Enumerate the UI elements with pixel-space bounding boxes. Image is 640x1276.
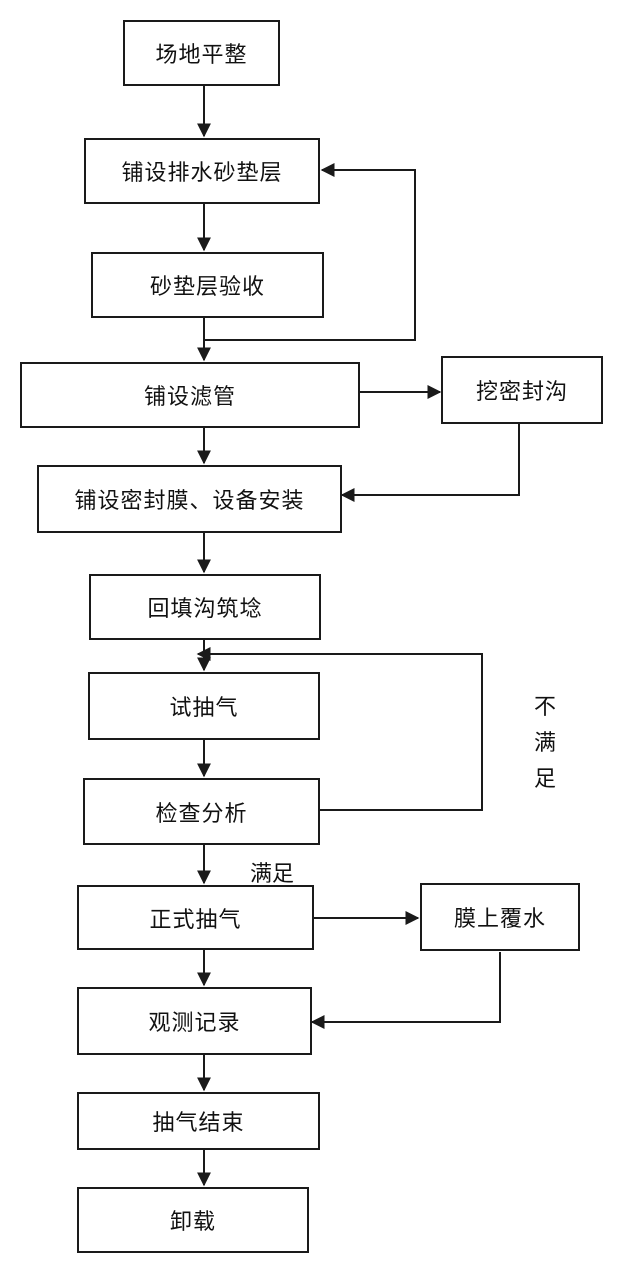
step-lay-membrane-install: 铺设密封膜、设备安装 <box>37 465 342 533</box>
step-lay-sand-cushion: 铺设排水砂垫层 <box>84 138 320 204</box>
step-inspection-analysis: 检查分析 <box>83 778 320 845</box>
loop-inspection-to-trial <box>196 647 483 811</box>
step-observation-record: 观测记录 <box>77 987 312 1055</box>
step-lay-filter-pipe: 铺设滤管 <box>20 362 360 428</box>
step-sand-acceptance: 砂垫层验收 <box>91 252 324 318</box>
step-trial-pumping: 试抽气 <box>88 672 320 740</box>
step-formal-pumping: 正式抽气 <box>77 885 314 950</box>
label-satisfied: 满足 <box>250 862 295 887</box>
loop-acceptance-to-cushion <box>204 163 416 341</box>
label-not-satisfied: 不满足 <box>533 695 556 792</box>
arrow-trench-to-membrane <box>340 424 520 502</box>
arrow-water-to-record <box>310 952 501 1029</box>
step-backfill-trench: 回填沟筑埝 <box>89 574 321 640</box>
step-water-on-membrane: 膜上覆水 <box>420 883 580 951</box>
step-dig-seal-trench: 挖密封沟 <box>441 356 603 424</box>
step-unloading: 卸载 <box>77 1187 309 1253</box>
step-pumping-end: 抽气结束 <box>77 1092 320 1150</box>
step-site-leveling: 场地平整 <box>123 20 280 86</box>
